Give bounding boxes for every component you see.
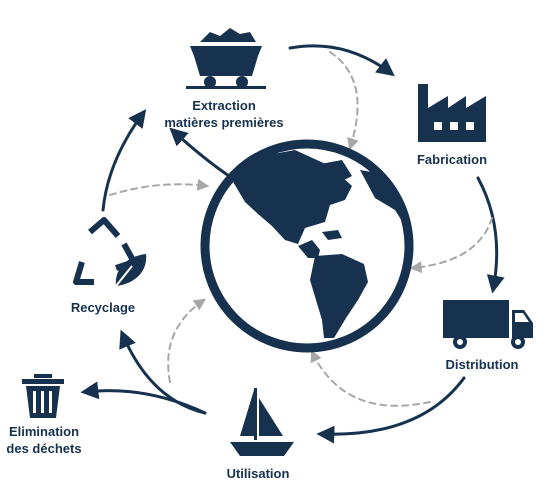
arrow-distribution-to-utilisation xyxy=(316,376,466,444)
stage-extraction: Extraction matières premières xyxy=(164,28,284,130)
stage-elimination: Elimination des déchets xyxy=(6,374,82,456)
extraction-label-line1: Extraction xyxy=(192,98,256,113)
factory-icon xyxy=(418,84,486,142)
dashed-arrow-recyclage xyxy=(109,178,210,196)
arrow-utilisation-to-recyclage xyxy=(119,329,207,415)
arrow-fabrication-to-distribution xyxy=(476,176,505,294)
utilisation-label: Utilisation xyxy=(227,466,290,481)
stage-fabrication: Fabrication xyxy=(417,84,487,167)
dashed-arrow-fabrication xyxy=(409,217,493,274)
arrow-recyclage-to-extraction xyxy=(101,109,147,212)
sailboat-icon xyxy=(230,388,294,456)
stage-distribution: Distribution xyxy=(443,300,533,372)
elimination-label-line2: des déchets xyxy=(6,441,81,456)
dashed-arrow-utilisation xyxy=(167,298,206,383)
fabrication-label: Fabrication xyxy=(417,152,487,167)
arrow-extraction-to-fabrication xyxy=(288,44,395,77)
elimination-label-line1: Elimination xyxy=(9,424,79,439)
stage-utilisation: Utilisation xyxy=(227,388,294,481)
dashed-arrow-extraction xyxy=(329,51,359,151)
trash-bin-icon xyxy=(22,374,64,418)
arrow-globe-to-extraction xyxy=(169,127,234,180)
extraction-label-line2: matières premières xyxy=(164,115,283,130)
flow-arrows xyxy=(80,44,505,444)
globe-americas-icon xyxy=(200,139,414,353)
dashed-arrows xyxy=(109,51,493,407)
mine-cart-icon xyxy=(186,28,266,89)
distribution-label: Distribution xyxy=(446,357,519,372)
recyclage-label: Recyclage xyxy=(71,300,135,315)
recycle-leaf-icon xyxy=(73,217,147,287)
dashed-arrow-distribution xyxy=(310,349,431,407)
delivery-truck-icon xyxy=(443,300,533,349)
stage-recyclage: Recyclage xyxy=(71,217,147,315)
arrow-utilisation-to-elimination xyxy=(80,381,207,415)
